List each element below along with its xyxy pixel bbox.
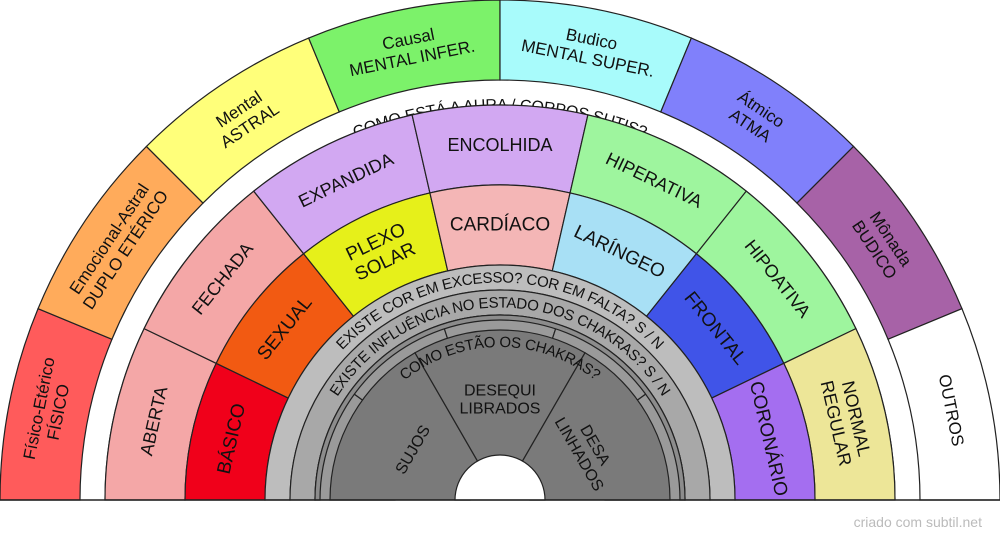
credit-label: criado com subtil.net — [853, 514, 982, 530]
center-hole — [454, 454, 546, 501]
ring-aura-states: ABERTAFECHADAEXPANDIDAENCOLHIDAHIPERATIV… — [104, 104, 896, 501]
chakras-label: CARDÍACO — [450, 215, 550, 236]
aura-states-label: ENCOLHIDA — [447, 135, 552, 155]
ring-bodies: Físico-EtéricoFÍSICOEmocional-AstralDUPL… — [0, 0, 1000, 501]
